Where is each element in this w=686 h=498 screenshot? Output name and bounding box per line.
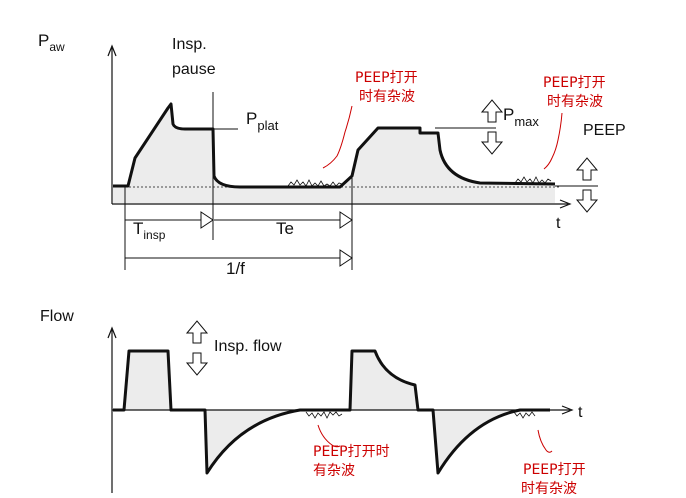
insp-pause-label-line2: pause (172, 61, 216, 78)
flow-panel: Flow Insp. flow t PEEP打开时 有杂波 PEEP打开 时有杂… (40, 308, 586, 497)
pressure-y-axis-label: Paw (38, 31, 65, 54)
annotation-pointer (322, 105, 353, 169)
peep-label: PEEP (583, 122, 626, 139)
peep-noise-note-2-line1: PEEP打开 (543, 74, 606, 91)
peep-noise-note-4-line1: PEEP打开 (523, 461, 586, 478)
flow-y-axis-label: Flow (40, 308, 74, 325)
flow-curve (113, 349, 550, 475)
pmax-label: Pmax (503, 105, 539, 129)
insp-pause-label-line1: Insp. (172, 36, 207, 53)
pressure-curve (113, 102, 556, 189)
annotation-pointer (317, 424, 341, 448)
peep-noise-note-3-line2: 有杂波 (313, 463, 355, 479)
noise-squiggle (287, 179, 343, 187)
flow-area-exp-1 (205, 410, 300, 473)
peep-noise-note-2-line2: 时有杂波 (547, 94, 603, 110)
insp-flow-label: Insp. flow (214, 338, 282, 355)
flow-area-exp-2 (433, 410, 520, 473)
annotation-pointer (537, 429, 553, 453)
up-down-arrow-icon (185, 320, 209, 376)
annotation-pointer (543, 112, 563, 170)
noise-squiggle (305, 411, 343, 419)
peep-noise-note-4-line2: 时有杂波 (521, 481, 577, 497)
pplat-label: Pplat (246, 109, 279, 133)
flow-x-axis-label: t (578, 404, 583, 421)
pressure-x-axis-label: t (556, 215, 561, 232)
timing-arrows (125, 211, 353, 267)
peep-noise-note-1-line1: PEEP打开 (355, 69, 418, 86)
peep-noise-note-1-line2: 时有杂波 (359, 89, 415, 105)
tinsp-label: Tinsp (133, 219, 166, 242)
up-down-arrow-icon (480, 99, 504, 155)
flow-area-insp-1 (124, 351, 171, 410)
pressure-area-fill (113, 104, 555, 203)
noise-squiggle (513, 411, 536, 419)
up-down-arrow-icon (575, 157, 599, 213)
te-label: Te (276, 219, 294, 238)
period-label: 1/f (226, 259, 245, 278)
peep-noise-note-3-line1: PEEP打开时 (313, 443, 390, 460)
flow-area-insp-2 (350, 351, 418, 410)
noise-squiggle (514, 176, 552, 184)
pressure-panel: Paw Insp. pause Pplat Pmax PEEP t Tinsp … (38, 31, 626, 278)
